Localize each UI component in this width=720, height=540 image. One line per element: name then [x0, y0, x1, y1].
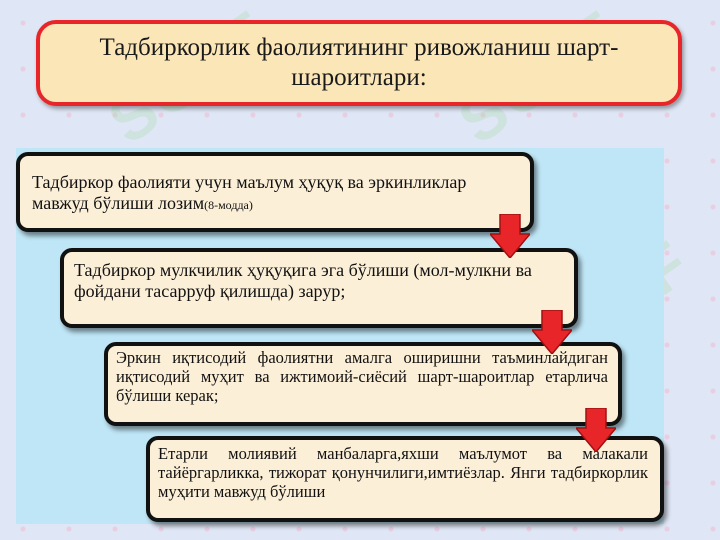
down-arrow-icon [532, 310, 572, 354]
down-arrow-icon [490, 214, 530, 258]
title-box: Тадбиркорлик фаолиятининг ривожланиш шар… [36, 20, 682, 106]
step-box-4: Етарли молиявий манбаларга,яхши маълумот… [146, 436, 664, 522]
page-title: Тадбиркорлик фаолиятининг ривожланиш шар… [99, 34, 619, 91]
step-box-1: Тадбиркор фаолияти учун маълум ҳуқуқ ва … [16, 152, 534, 232]
step-box-3: Эркин иқтисодий фаолиятни амалга оширишн… [104, 342, 622, 426]
step-2-text: Тадбиркор мулкчилик ҳуқуқига эга бўлиши … [74, 260, 532, 301]
step-1-note: (8-модда) [204, 198, 253, 212]
down-arrow-icon [576, 408, 616, 452]
step-box-2: Тадбиркор мулкчилик ҳуқуқига эга бўлиши … [60, 248, 578, 328]
step-4-text: Етарли молиявий манбаларга,яхши маълумот… [158, 444, 648, 501]
step-1-text: Тадбиркор фаолияти учун маълум ҳуқуқ ва … [32, 172, 467, 213]
step-3-text: Эркин иқтисодий фаолиятни амалга оширишн… [116, 348, 608, 405]
